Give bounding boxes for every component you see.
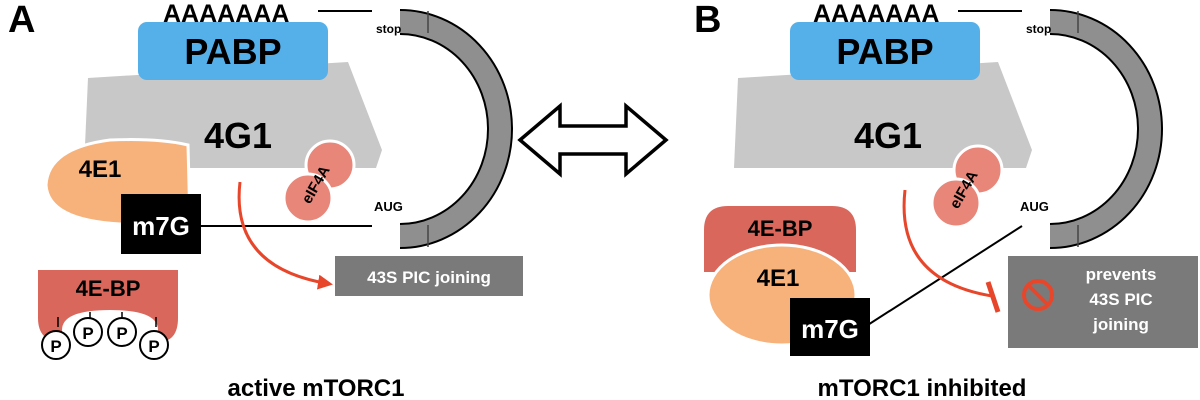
pabp-protein — [790, 22, 980, 80]
pic-joining-box — [335, 256, 523, 296]
pabp-protein — [138, 22, 328, 80]
m7g-cap — [121, 194, 201, 254]
panel-letter-b: B — [694, 0, 721, 41]
eif4e1-label: 4E1 — [79, 156, 122, 183]
pic-recruitment-arrow — [237, 181, 333, 290]
phosphate-group-4: P — [139, 317, 169, 360]
m7g-label: m7G — [801, 314, 859, 344]
pabp-label: PABP — [184, 31, 281, 72]
panel-a: A AAAAAAA stop AUG 4G1 PABP 4E1 m7G eIF4… — [8, 0, 523, 400]
panel-b: B AAAAAAA stop AUG 4G1 PABP eIF4A 4E-BP … — [694, 0, 1198, 400]
4ebp-label: 4E-BP — [76, 276, 141, 301]
m7g-label: m7G — [132, 211, 190, 241]
4ebp-phospho-protein — [38, 270, 178, 342]
phosphate-label: P — [148, 337, 159, 356]
caption-b: mTORC1 inhibited — [818, 375, 1027, 400]
eif4a-lobe-bottom — [282, 172, 334, 224]
inhibition-bar — [985, 281, 1001, 313]
m7g-cap — [790, 298, 870, 356]
phosphate-label: P — [116, 324, 127, 343]
eif4a-lobe-bottom — [930, 177, 982, 229]
eif4g1-label: 4G1 — [854, 115, 922, 156]
eif4g1-scaffold — [734, 62, 1032, 168]
prohibited-icon — [1022, 279, 1054, 311]
mrna-loop — [399, 11, 511, 247]
stop-label: stop — [1026, 22, 1051, 36]
prevents-box — [1008, 256, 1198, 348]
aug-label: AUG — [374, 199, 403, 214]
double-arrow-icon — [517, 102, 669, 178]
phosphate-label: P — [82, 324, 93, 343]
aug-label: AUG — [1020, 199, 1049, 214]
phosphate-group-2: P — [73, 312, 103, 347]
caption-a: active mTORC1 — [228, 375, 405, 400]
mrna-loop — [1049, 11, 1161, 247]
prevents-line-1: prevents — [1086, 265, 1157, 284]
stop-label: stop — [376, 22, 401, 36]
eif4e1-label: 4E1 — [757, 265, 800, 292]
4ebp-label: 4E-BP — [748, 216, 813, 241]
pabp-label: PABP — [836, 31, 933, 72]
phosphate-group-1: P — [41, 317, 71, 360]
phosphate-group-3: P — [107, 312, 137, 347]
pic-joining-label: 43S PIC joining — [367, 268, 491, 287]
panel-letter-a: A — [8, 0, 35, 41]
eif4g1-label: 4G1 — [204, 115, 272, 156]
prevents-line-2: 43S PIC — [1089, 290, 1152, 309]
phosphate-label: P — [50, 337, 61, 356]
inhibition-arrow — [902, 189, 993, 298]
prevents-line-3: joining — [1092, 315, 1149, 334]
